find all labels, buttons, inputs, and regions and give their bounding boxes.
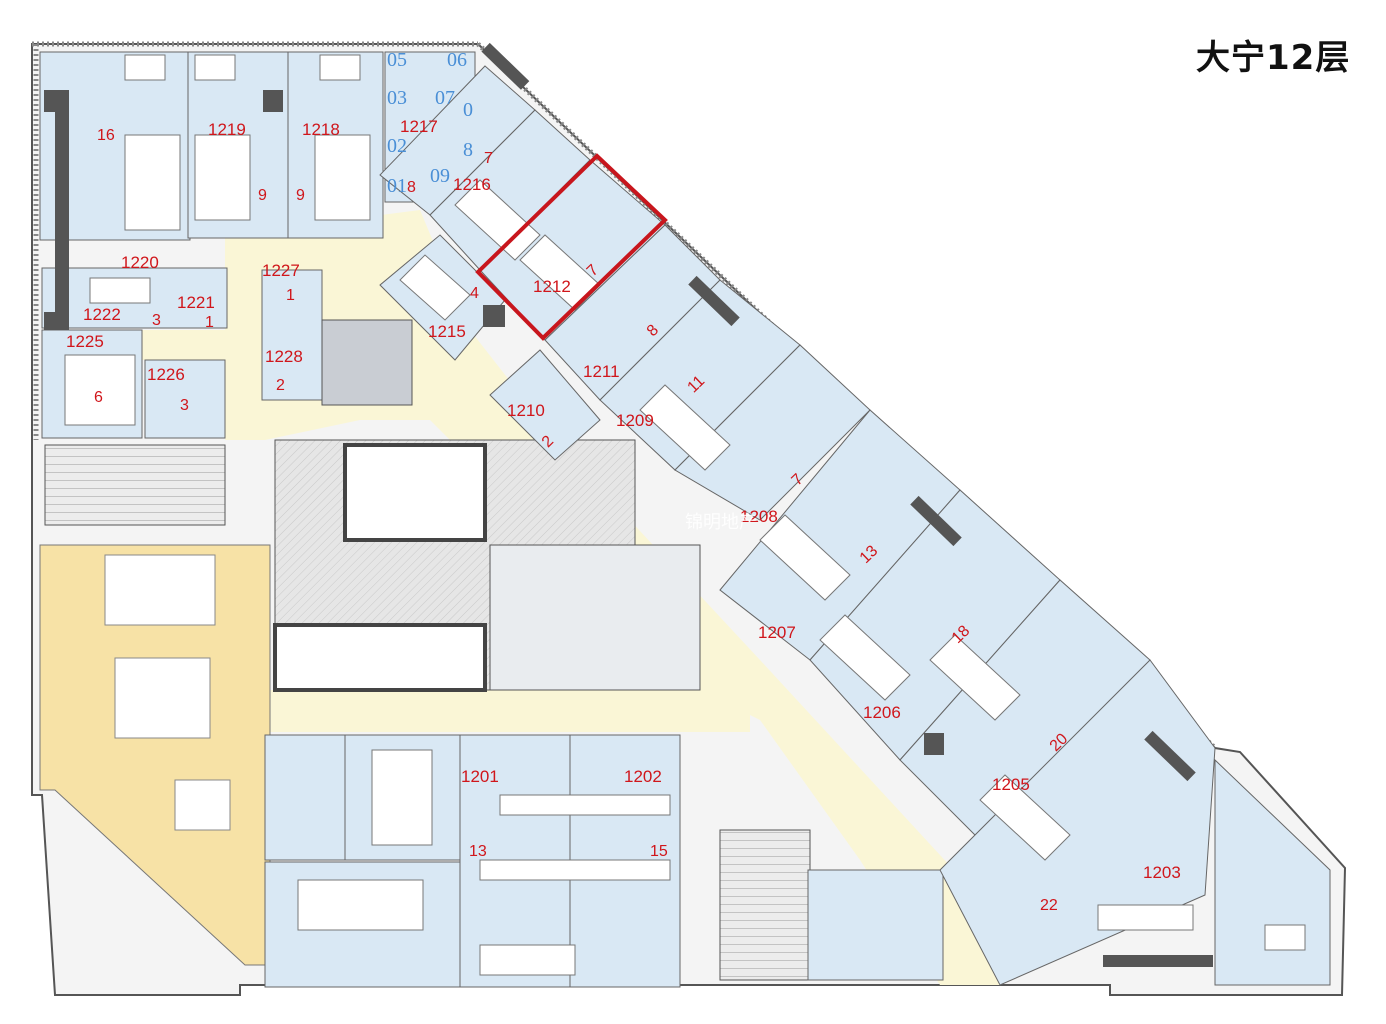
room-number: 1221 xyxy=(177,293,215,312)
room-number: 1228 xyxy=(265,347,303,366)
stairwell-south xyxy=(719,829,811,981)
seat-count: 2 xyxy=(276,377,285,394)
seat-count: 13 xyxy=(469,843,487,860)
corridor-west xyxy=(140,330,230,360)
room-number: 1222 xyxy=(83,305,121,324)
desks-south xyxy=(297,749,671,976)
unit-label: 06 xyxy=(447,49,467,71)
room-number: 1227 xyxy=(262,261,300,280)
room-number: 1226 xyxy=(147,365,185,384)
seat-count: 3 xyxy=(152,312,161,329)
small-unit-labels: 05 06 03 07 0 02 8 01 09 xyxy=(387,49,473,197)
unit-label: 02 xyxy=(387,135,407,157)
room-number: 1211 xyxy=(583,362,620,381)
room-number: 1215 xyxy=(428,322,466,341)
room-number: 1219 xyxy=(208,120,246,139)
seat-count: 22 xyxy=(1040,897,1058,914)
seat-count: 15 xyxy=(650,843,668,860)
stairwell-west xyxy=(44,444,226,526)
corridor-south xyxy=(270,690,750,732)
seat-count: 6 xyxy=(94,389,103,406)
unit-label: 01 xyxy=(387,175,407,197)
unit-label: 09 xyxy=(430,165,450,187)
seat-count: 8 xyxy=(407,179,416,196)
room-number: 1220 xyxy=(121,253,159,272)
room-number: 1206 xyxy=(863,703,901,722)
seat-count: 4 xyxy=(470,285,479,302)
room-number: 1216 xyxy=(453,175,491,194)
watermark: 锦明地产 xyxy=(685,512,757,533)
unit-label: 8 xyxy=(463,139,473,161)
east-wing-offices xyxy=(379,65,1331,986)
room-number: 1208 xyxy=(740,507,778,526)
seat-count: 7 xyxy=(484,150,493,167)
room-number: 1217 xyxy=(400,117,438,136)
desks-nw xyxy=(64,54,371,426)
seat-count: 1 xyxy=(286,287,295,304)
room-number: 1201 xyxy=(461,767,499,786)
elevator-core xyxy=(273,319,701,692)
unit-label: 05 xyxy=(387,49,407,71)
room-number: 1202 xyxy=(624,767,662,786)
seat-count: 9 xyxy=(258,187,267,204)
room-number: 1203 xyxy=(1143,863,1181,882)
floor-title: 大宁12层 xyxy=(1196,38,1351,78)
seat-count: 16 xyxy=(97,127,115,144)
unit-label: 03 xyxy=(387,87,407,109)
room-number: 1225 xyxy=(66,332,104,351)
seat-count: 1 xyxy=(205,314,214,331)
room-number: 1212 xyxy=(533,277,571,296)
room-number: 1205 xyxy=(992,775,1030,794)
seat-count: 9 xyxy=(296,187,305,204)
room-number: 1209 xyxy=(616,411,654,430)
desks-east xyxy=(399,179,1306,951)
unit-label: 0 xyxy=(463,99,473,121)
room-number: 1207 xyxy=(758,623,796,642)
highlight-1212 xyxy=(475,153,668,341)
seat-count: 3 xyxy=(180,397,189,414)
room-number: 1218 xyxy=(302,120,340,139)
unit-label: 07 xyxy=(435,87,455,109)
room-number: 1210 xyxy=(507,401,545,420)
lounge-area xyxy=(39,544,271,966)
